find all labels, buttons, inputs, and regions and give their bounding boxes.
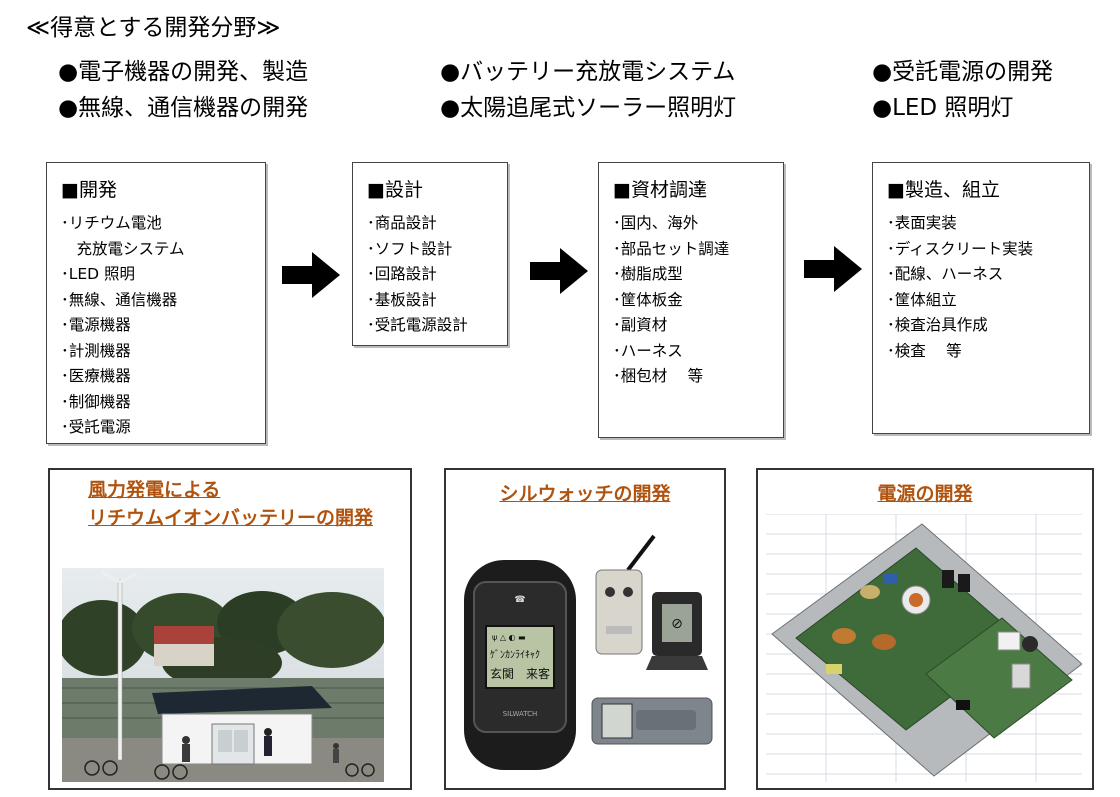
- field-item: ●LED 照明灯: [872, 95, 1014, 121]
- list-item: ･部品セット調達: [613, 239, 730, 258]
- list-item: ･電源機器: [61, 316, 131, 334]
- watch-brand: SILWATCH: [503, 710, 538, 718]
- field-item: ●バッテリー充放電システム: [440, 59, 736, 85]
- field-item: ●電子機器の開発、製造: [58, 59, 309, 85]
- list-item: ･検査治具作成: [887, 316, 988, 334]
- svg-text:ψ △ ◐ ▬: ψ △ ◐ ▬: [492, 633, 526, 642]
- process-box-title: ■設計: [367, 179, 423, 201]
- section-heading: ≪得意とする開発分野≫: [26, 15, 281, 41]
- list-item: ･ハーネス: [613, 341, 683, 360]
- process-box-title: ■資材調達: [613, 179, 707, 201]
- power-supply-board-photo: [766, 514, 1082, 782]
- process-box-list: ･リチウム電池 充放電システム ･LED 照明 ･無線、通信機器 ･電源機器 ･…: [61, 211, 185, 441]
- list-item: ･ディスクリート実装: [887, 239, 1034, 258]
- list-item: ･LED 照明: [61, 265, 136, 283]
- panel-title: シルウォッチの開発: [499, 483, 671, 505]
- arrow-right-icon: [530, 248, 588, 294]
- list-item: ･表面実装: [887, 214, 957, 232]
- list-item: ･配線、ハーネス: [887, 265, 1004, 283]
- process-box-procurement: ■資材調達 ･国内、海外 ･部品セット調達 ･樹脂成型 ･筐体板金 ･副資材 ･…: [598, 162, 784, 438]
- list-item: 充放電システム: [61, 239, 185, 258]
- process-box-list: ･国内、海外 ･部品セット調達 ･樹脂成型 ･筐体板金 ･副資材 ･ハーネス ･…: [613, 211, 729, 390]
- field-item: ●太陽追尾式ソーラー照明灯: [440, 95, 737, 121]
- list-item: ･制御機器: [61, 392, 131, 411]
- list-item: ･リチウム電池: [61, 214, 162, 232]
- svg-text:☎: ☎: [514, 595, 525, 605]
- list-item: ･基板設計: [367, 290, 437, 309]
- list-item: ･回路設計: [367, 265, 437, 283]
- arrow-right-icon: [804, 246, 862, 292]
- list-item: ･国内、海外: [613, 214, 699, 232]
- process-box-manufacturing: ■製造、組立 ･表面実装 ･ディスクリート実装 ･配線、ハーネス ･筐体組立 ･…: [872, 162, 1090, 434]
- list-item: ･医療機器: [61, 367, 131, 385]
- arrow-right-icon: [282, 252, 340, 298]
- wind-turbine-photo: [62, 568, 384, 782]
- list-item: ･筐体組立: [887, 290, 957, 309]
- watch-screen-line: ｹﾞﾝｶﾝﾗｲｷｬｸ: [490, 649, 540, 661]
- list-item: ･樹脂成型: [613, 265, 683, 283]
- list-item: ･無線、通信機器: [61, 290, 178, 309]
- list-item: ･計測機器: [61, 341, 131, 360]
- process-box-list: ･商品設計 ･ソフト設計 ･回路設計 ･基板設計 ･受託電源設計: [367, 211, 468, 339]
- showcase-panel-wind-battery: 風力発電による リチウムイオンバッテリーの開発: [48, 468, 412, 790]
- silwatch-devices-photo: ☎ ψ △ ◐ ▬ ｹﾞﾝｶﾝﾗｲｷｬｸ 玄関 来客 SILWATCH ⊘: [456, 530, 716, 780]
- showcase-panel-silwatch: シルウォッチの開発 ☎ ψ △ ◐ ▬ ｹﾞﾝｶﾝﾗｲｷｬｸ 玄関 来客 SIL…: [444, 468, 726, 790]
- list-item: ･受託電源: [61, 418, 131, 436]
- panel-title: リチウムイオンバッテリーの開発: [88, 507, 374, 529]
- list-item: ･受託電源設計: [367, 316, 468, 334]
- field-item: ●受託電源の開発: [872, 59, 1054, 85]
- list-item: ･商品設計: [367, 214, 437, 232]
- svg-text:⊘: ⊘: [671, 616, 683, 632]
- watch-screen-line: 玄関 来客: [490, 666, 550, 681]
- panel-title: 電源の開発: [877, 483, 973, 505]
- process-box-design: ■設計 ･商品設計 ･ソフト設計 ･回路設計 ･基板設計 ･受託電源設計: [352, 162, 508, 346]
- process-box-development: ■開発 ･リチウム電池 充放電システム ･LED 照明 ･無線、通信機器 ･電源…: [46, 162, 266, 444]
- showcase-panel-power-supply: 電源の開発: [756, 468, 1094, 790]
- process-box-title: ■製造、組立: [887, 179, 1000, 201]
- list-item: ･検査 等: [887, 341, 962, 360]
- panel-title: 風力発電による: [88, 479, 221, 501]
- list-item: ･ソフト設計: [367, 239, 453, 258]
- process-box-title: ■開発: [61, 179, 117, 201]
- list-item: ･筐体板金: [613, 290, 683, 309]
- field-item: ●無線、通信機器の開発: [58, 95, 309, 121]
- list-item: ･副資材: [613, 316, 668, 334]
- process-box-list: ･表面実装 ･ディスクリート実装 ･配線、ハーネス ･筐体組立 ･検査治具作成 …: [887, 211, 1033, 364]
- list-item: ･梱包材 等: [613, 367, 704, 385]
